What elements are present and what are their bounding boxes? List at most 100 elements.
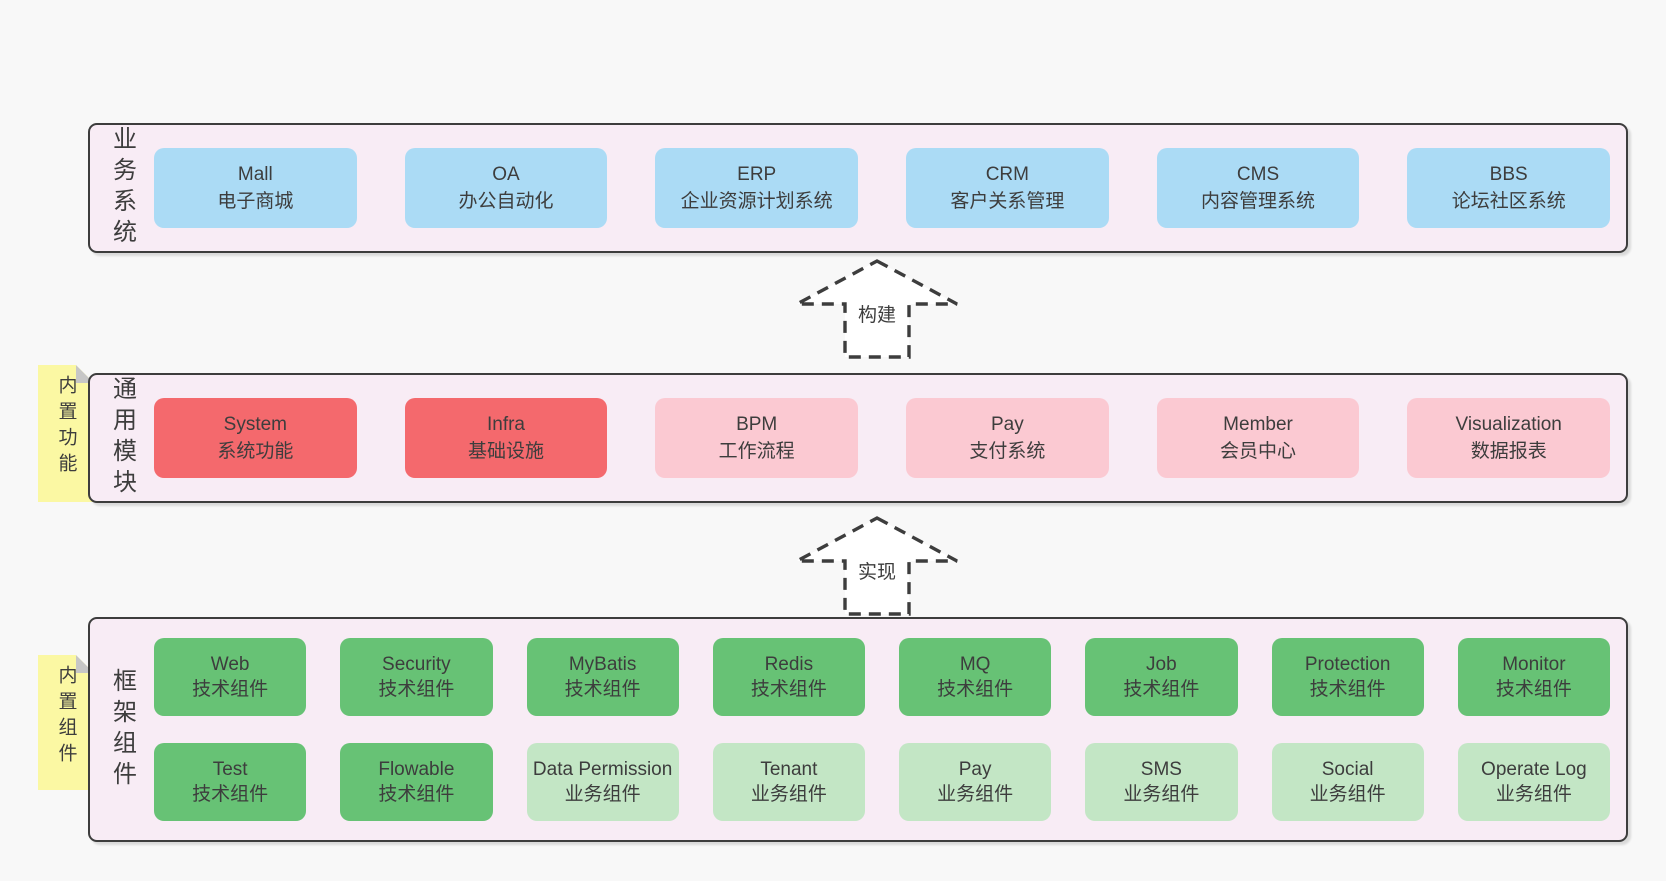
box-subtitle: 办公自动化 <box>458 191 554 212</box>
box-mall: Mall 电子商城 <box>154 148 357 228</box>
box-subtitle: 业务组件 <box>1495 784 1572 805</box>
box-bpm: BPM 工作流程 <box>655 398 859 478</box>
box-title: Visualization <box>1455 414 1562 435</box>
box-redis: Redis 技术组件 <box>712 638 865 716</box>
box-subtitle: 电子商城 <box>217 191 294 212</box>
sticky-note-built-in-features: 内置功能 <box>38 365 94 502</box>
box-data-permission: Data Permission 业务组件 <box>526 743 679 821</box>
box-subtitle: 论坛社区系统 <box>1451 191 1566 212</box>
common-modules-boxes: System 系统功能 Infra 基础设施 BPM 工作流程 Pay 支付系统… <box>154 375 1626 501</box>
box-security: Security 技术组件 <box>340 638 493 716</box>
box-infra: Infra 基础设施 <box>404 398 608 478</box>
box-oa: OA 办公自动化 <box>404 148 608 228</box>
box-title: Pay <box>990 414 1024 435</box>
box-mybatis: MyBatis 技术组件 <box>526 638 679 716</box>
box-pay-module: Pay 支付系统 <box>906 398 1109 478</box>
box-title: Pay <box>958 759 992 780</box>
arrow-build-label: 构建 <box>854 300 900 327</box>
box-subtitle: 客户关系管理 <box>950 191 1065 212</box>
box-title: Security <box>382 654 451 675</box>
box-subtitle: 业务组件 <box>937 784 1014 805</box>
framework-components-rows: Web 技术组件 Security 技术组件 MyBatis 技术组件 Redi… <box>154 619 1626 840</box>
box-subtitle: 技术组件 <box>750 679 827 700</box>
box-subtitle: 系统功能 <box>217 441 294 462</box>
box-title: CRM <box>985 164 1029 185</box>
box-title: Protection <box>1304 654 1391 675</box>
box-subtitle: 技术组件 <box>937 679 1014 700</box>
sticky-note-built-in-components: 内置组件 <box>38 655 94 790</box>
framework-components-row-2: Test 技术组件 Flowable 技术组件 Data Permission … <box>154 743 1610 821</box>
box-web: Web 技术组件 <box>154 638 307 716</box>
box-title: BBS <box>1489 164 1528 185</box>
box-title: SMS <box>1140 759 1182 780</box>
box-subtitle: 工作流程 <box>718 441 795 462</box>
box-title: OA <box>492 164 520 185</box>
box-subtitle: 技术组件 <box>192 679 269 700</box>
band-label-business-systems: 业务系统 <box>108 126 136 250</box>
box-flowable: Flowable 技术组件 <box>340 743 493 821</box>
band-label-framework-components: 框架组件 <box>108 667 136 792</box>
box-subtitle: 会员中心 <box>1220 441 1297 462</box>
box-subtitle: 基础设施 <box>468 441 545 462</box>
band-business-systems: 业务系统 Mall 电子商城 OA 办公自动化 ERP 企业资源计划系统 CRM… <box>88 123 1628 253</box>
box-tenant: Tenant 业务组件 <box>712 743 865 821</box>
box-title: Test <box>212 759 248 780</box>
box-title: Member <box>1223 414 1293 435</box>
box-title: Tenant <box>760 759 818 780</box>
arrow-up-implement-icon: 实现 <box>792 515 962 617</box>
arrow-up-build-icon: 构建 <box>792 258 962 360</box>
sticky-note-label: 内置功能 <box>55 375 77 479</box>
box-system: System 系统功能 <box>154 398 357 478</box>
box-title: MyBatis <box>568 654 637 675</box>
sticky-note-label: 内置组件 <box>55 665 77 769</box>
box-title: Social <box>1321 759 1374 780</box>
box-crm: CRM 客户关系管理 <box>906 148 1109 228</box>
box-social: Social 业务组件 <box>1271 743 1424 821</box>
box-title: Data Permission <box>532 759 673 780</box>
box-protection: Protection 技术组件 <box>1271 638 1424 716</box>
box-subtitle: 技术组件 <box>192 784 269 805</box>
box-cms: CMS 内容管理系统 <box>1156 148 1360 228</box>
box-subtitle: 技术组件 <box>378 679 455 700</box>
box-subtitle: 技术组件 <box>378 784 455 805</box>
box-title: BPM <box>736 414 778 435</box>
box-test: Test 技术组件 <box>154 743 307 821</box>
box-title: Flowable <box>378 759 455 780</box>
box-subtitle: 业务组件 <box>1123 784 1200 805</box>
box-subtitle: 业务组件 <box>564 784 641 805</box>
box-member: Member 会员中心 <box>1156 398 1360 478</box>
box-title: ERP <box>737 164 777 185</box>
box-subtitle: 技术组件 <box>1309 679 1386 700</box>
box-subtitle: 数据报表 <box>1470 441 1547 462</box>
box-subtitle: 业务组件 <box>750 784 827 805</box>
box-title: Job <box>1146 654 1177 675</box>
box-job: Job 技术组件 <box>1085 638 1238 716</box>
business-systems-boxes: Mall 电子商城 OA 办公自动化 ERP 企业资源计划系统 CRM 客户关系… <box>154 125 1626 251</box>
box-monitor: Monitor 技术组件 <box>1457 638 1610 716</box>
box-subtitle: 企业资源计划系统 <box>680 191 833 212</box>
band-framework-components: 框架组件 Web 技术组件 Security 技术组件 MyBatis 技术组件… <box>88 617 1628 842</box>
box-subtitle: 技术组件 <box>564 679 641 700</box>
box-subtitle: 技术组件 <box>1495 679 1572 700</box>
box-title: MQ <box>959 654 991 675</box>
box-title: Redis <box>764 654 814 675</box>
box-title: Infra <box>486 414 526 435</box>
band-common-modules: 通用模块 System 系统功能 Infra 基础设施 BPM 工作流程 Pay… <box>88 373 1628 503</box>
box-title: Mall <box>237 164 273 185</box>
box-sms: SMS 业务组件 <box>1085 743 1238 821</box>
box-mq: MQ 技术组件 <box>899 638 1052 716</box>
arrow-implement-label: 实现 <box>854 557 900 584</box>
box-title: Web <box>210 654 250 675</box>
box-subtitle: 支付系统 <box>969 441 1046 462</box>
box-visualization: Visualization 数据报表 <box>1407 398 1611 478</box>
box-operate-log: Operate Log 业务组件 <box>1457 743 1610 821</box>
box-erp: ERP 企业资源计划系统 <box>655 148 859 228</box>
box-subtitle: 技术组件 <box>1123 679 1200 700</box>
box-subtitle: 业务组件 <box>1309 784 1386 805</box>
box-subtitle: 内容管理系统 <box>1201 191 1316 212</box>
box-title: Monitor <box>1502 654 1566 675</box>
box-title: Operate Log <box>1481 759 1587 780</box>
box-title: System <box>223 414 288 435</box>
framework-components-row-1: Web 技术组件 Security 技术组件 MyBatis 技术组件 Redi… <box>154 638 1610 716</box>
